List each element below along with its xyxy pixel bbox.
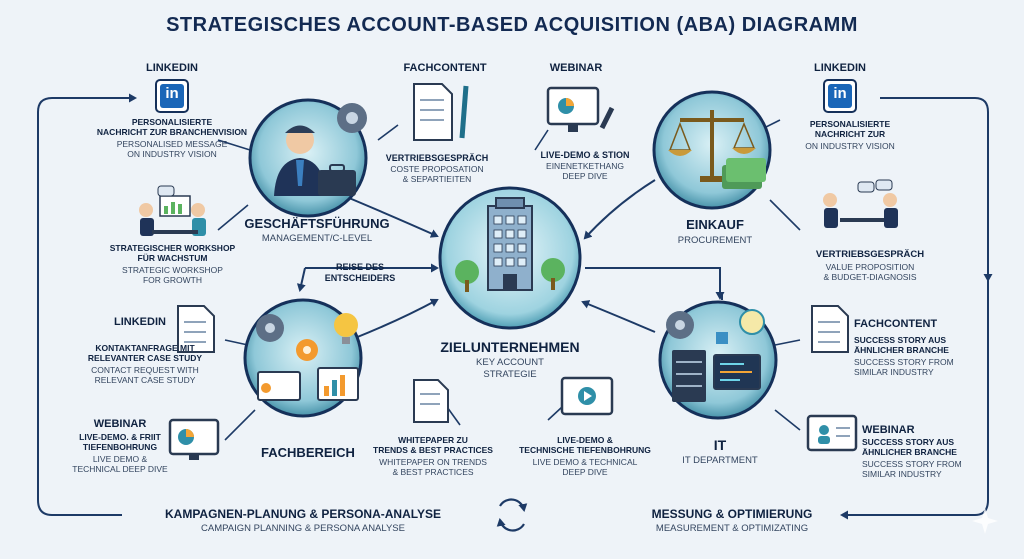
measure-subtitle: MEASUREMENT & OPTIMIZATING: [655, 523, 809, 534]
department-node-icon: [243, 298, 363, 418]
item-line: ÄHNLICHER BRANCHE: [854, 345, 949, 355]
planning-subtitle: CAMPAIGN PLANNING & PERSONA ANALYSE: [201, 523, 405, 534]
fachcontent-heading: FACHCONTENT: [854, 318, 938, 330]
item-line: TIEFENBOHRUNG: [82, 442, 158, 452]
profile-monitor-icon: [806, 414, 858, 452]
journey-label: ENTSCHEIDERS: [324, 273, 396, 283]
item-line: & BEST PRACTICES: [392, 467, 474, 477]
document-icon: [811, 305, 849, 353]
item-line: PERSONALISIERTE: [131, 117, 213, 127]
item-line: RELEVANT CASE STUDY: [94, 375, 196, 385]
item-line: PERSONALISIERTE: [809, 119, 891, 129]
linkedin-logo-text: in: [833, 85, 847, 102]
item-line: DEEP DIVE: [562, 171, 608, 181]
center-title: ZIELUNTERNEHMEN: [440, 339, 580, 355]
target-company-icon: [438, 186, 582, 330]
procurement-node-icon: [652, 90, 772, 210]
item-line: LIVE-DEMO & STION: [540, 150, 630, 160]
it-title: IT: [713, 437, 727, 453]
item-line: EINENETKETHANG: [546, 161, 624, 171]
it-node-icon: [658, 300, 778, 420]
center-line: KEY ACCOUNT: [476, 357, 544, 368]
item-line: TECHNISCHE TIEFENBOHRUNG: [519, 445, 651, 455]
linkedin-icon: [155, 79, 189, 113]
workshop-people-icon: [139, 185, 206, 236]
management-subtitle: MANAGEMENT/C-LEVEL: [261, 233, 373, 244]
management-node-icon: [248, 98, 368, 218]
item-line: ON INDUSTRY VISION: [127, 149, 217, 159]
document-icon: [177, 305, 215, 353]
fachcontent-heading: FACHCONTENT: [403, 62, 487, 74]
item-line: SIMILAR INDUSTRY: [854, 367, 934, 377]
item-line: WHITEPAPER ZU: [398, 435, 468, 445]
item-line: & SEPARTIEITEN: [402, 174, 472, 184]
webinar-heading: WEBINAR: [862, 424, 915, 436]
refresh-cycle-icon: [496, 498, 528, 532]
monitor-chart-icon: [546, 86, 615, 132]
item-line: RELEVANTER CASE STUDY: [87, 353, 203, 363]
item-line: FÜR WACHSTUM: [137, 253, 208, 263]
item-line: LIVE DEMO & TECHNICAL: [532, 457, 638, 467]
management-title: GESCHÄFTSFÜHRUNG: [244, 216, 390, 231]
item-line: NACHRICHT ZUR: [814, 129, 886, 139]
item-line: SUCCESS STORY AUS: [862, 437, 955, 447]
linkedin-heading: LINKEDIN: [146, 62, 198, 74]
meeting-people-icon: [823, 179, 898, 228]
item-line: PERSONALISED MESSAGE: [116, 139, 228, 149]
linkedin-heading: LINKEDIN: [814, 62, 866, 74]
video-monitor-icon: [560, 376, 614, 416]
item-line: ÄHNLICHER BRANCHE: [862, 447, 957, 457]
item-line: SIMILAR INDUSTRY: [862, 469, 942, 479]
item-line: LIVE DEMO &: [92, 454, 148, 464]
item-line: VERTRIEBSGESPRÄCH: [815, 249, 925, 260]
journey-label: REISE DES: [335, 262, 384, 272]
item-line: WHITEPAPER ON TRENDS: [379, 457, 487, 467]
webinar-heading: WEBINAR: [549, 62, 603, 74]
document-icon: [413, 83, 469, 141]
webinar-heading: WEBINAR: [93, 418, 147, 430]
it-subtitle: IT DEPARTMENT: [682, 455, 758, 466]
item-line: SUCCESS STORY FROM: [862, 459, 962, 469]
page-title: STRATEGISCHES ACCOUNT-BASED ACQUISITION …: [166, 14, 858, 36]
item-line: TECHNICAL DEEP DIVE: [72, 464, 168, 474]
item-line: COSTE PROPOSATION: [390, 164, 484, 174]
item-line: STRATEGISCHER WORKSHOP: [109, 243, 236, 253]
procurement-subtitle: PROCUREMENT: [677, 235, 753, 246]
item-line: & BUDGET-DIAGNOSIS: [823, 272, 917, 282]
sparkle-icon: [972, 508, 998, 534]
department-title: FACHBEREICH: [261, 445, 355, 460]
item-line: TRENDS & BEST PRACTICES: [373, 445, 493, 455]
item-line: DEEP DIVE: [562, 467, 608, 477]
item-line: CONTACT REQUEST WITH: [91, 365, 199, 375]
item-line: ON INDUSTRY VISION: [805, 141, 895, 151]
center-line: STRATEGIE: [483, 369, 537, 380]
procurement-title: EINKAUF: [686, 217, 744, 232]
item-line: NACHRICHT ZUR BRANCHENVISION: [96, 127, 248, 137]
linkedin-logo-text: in: [165, 85, 179, 102]
monitor-chart-icon: [168, 418, 220, 460]
item-line: VERTRIEBSGESPRÄCH: [385, 153, 489, 163]
planning-title: KAMPAGNEN-PLANUNG & PERSONA-ANALYSE: [164, 507, 442, 521]
document-icon: [413, 379, 449, 423]
item-line: VALUE PROPOSITION: [825, 262, 915, 272]
item-line: FOR GROWTH: [142, 275, 203, 285]
measure-title: MESSUNG & OPTIMIERUNG: [651, 507, 813, 521]
item-line: SUCCESS STORY AUS: [854, 335, 947, 345]
item-line: SUCCESS STORY FROM: [854, 357, 954, 367]
item-line: STRATEGIC WORKSHOP: [122, 265, 223, 275]
linkedin-icon: [823, 79, 857, 113]
item-line: LIVE-DEMO. & FRIIT: [79, 432, 161, 442]
item-line: KONTAKTANFRAGE MIT: [95, 343, 195, 353]
linkedin-heading: LINKEDIN: [114, 316, 166, 328]
item-line: LIVE-DEMO &: [557, 435, 613, 445]
